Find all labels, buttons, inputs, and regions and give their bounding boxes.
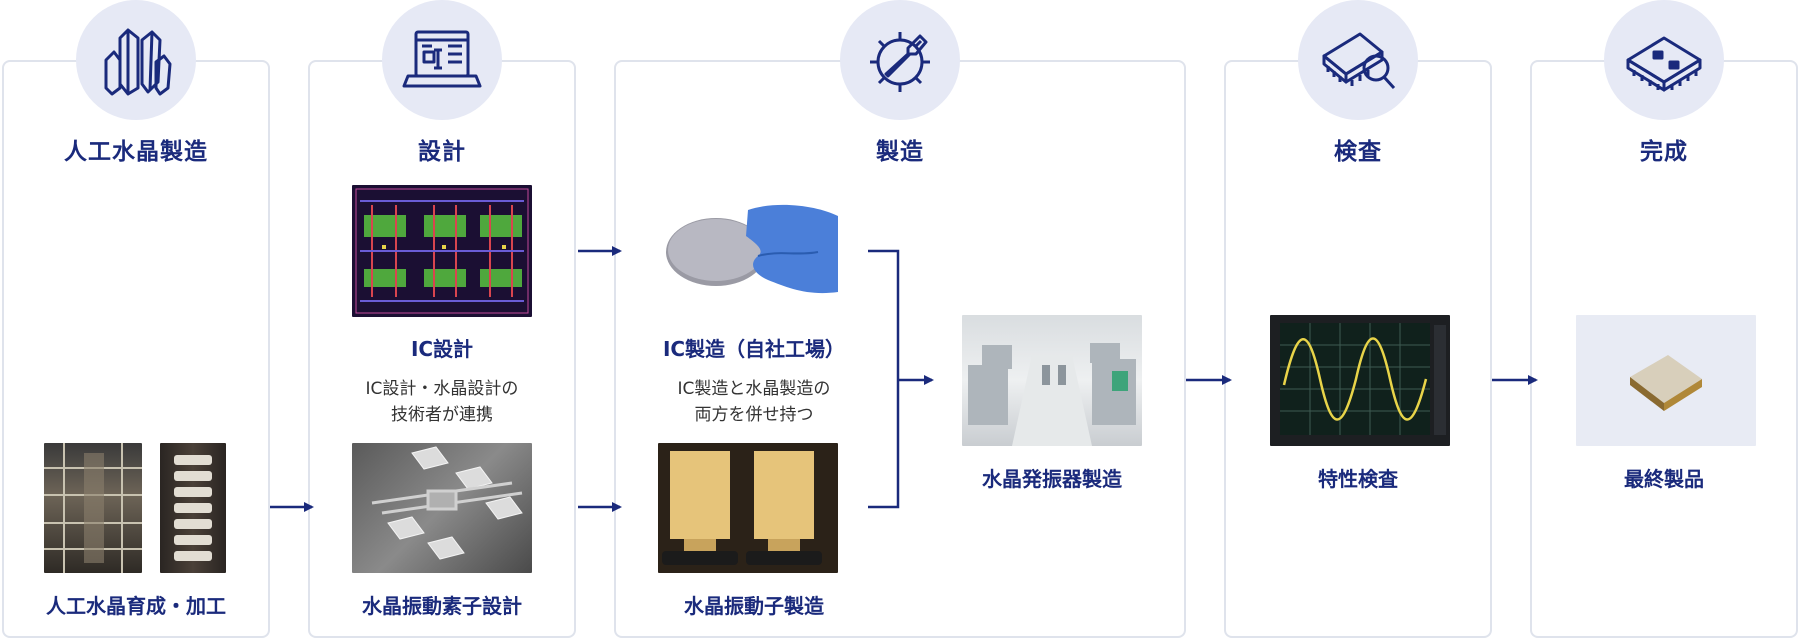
design-note-line1: IC設計・水晶設計の	[365, 379, 519, 399]
oscilloscope-photo	[1270, 315, 1450, 446]
stage-title-inspection: 検査	[1334, 139, 1382, 165]
gear-wrench-icon	[840, 0, 960, 120]
crystal-facility-photo	[44, 443, 142, 573]
caption-ic-design: IC設計	[410, 337, 474, 361]
mfg-note-line1: IC製造と水晶製造の	[677, 379, 831, 399]
wafer-photo	[658, 196, 838, 308]
crystal-element-photo	[352, 443, 532, 573]
final-product-photo	[1576, 315, 1756, 446]
crystal-bars-photo	[160, 443, 226, 573]
stage-title-manufacturing: 製造	[876, 139, 924, 165]
caption-ic-manufacturing: IC製造（自社工場）	[662, 337, 846, 361]
chip-magnifier-icon	[1298, 0, 1418, 120]
crystal-resonator-photo	[658, 443, 838, 573]
caption-characteristic-inspection: 特性検査	[1318, 467, 1398, 491]
stage-title-crystal: 人工水晶製造	[64, 139, 208, 165]
caption-crystal-resonator-mfg: 水晶振動子製造	[684, 594, 824, 618]
caption-crystal-growth: 人工水晶育成・加工	[46, 594, 226, 618]
stage-title-design: 設計	[418, 139, 466, 165]
factory-line-photo	[962, 315, 1142, 446]
mfg-note-line2: 両方を併せ持つ	[694, 405, 814, 425]
caption-crystal-element-design: 水晶振動素子設計	[362, 594, 522, 618]
design-note-line2: 技術者が連携	[391, 405, 493, 425]
chip-package-icon	[1604, 0, 1724, 120]
stage-title-complete: 完成	[1640, 139, 1688, 165]
ic-layout-photo	[352, 185, 532, 317]
caption-final-product: 最終製品	[1624, 467, 1704, 491]
laptop-design-icon	[382, 0, 502, 120]
crystal-icon	[76, 0, 196, 120]
caption-oscillator-mfg: 水晶発振器製造	[982, 467, 1122, 491]
